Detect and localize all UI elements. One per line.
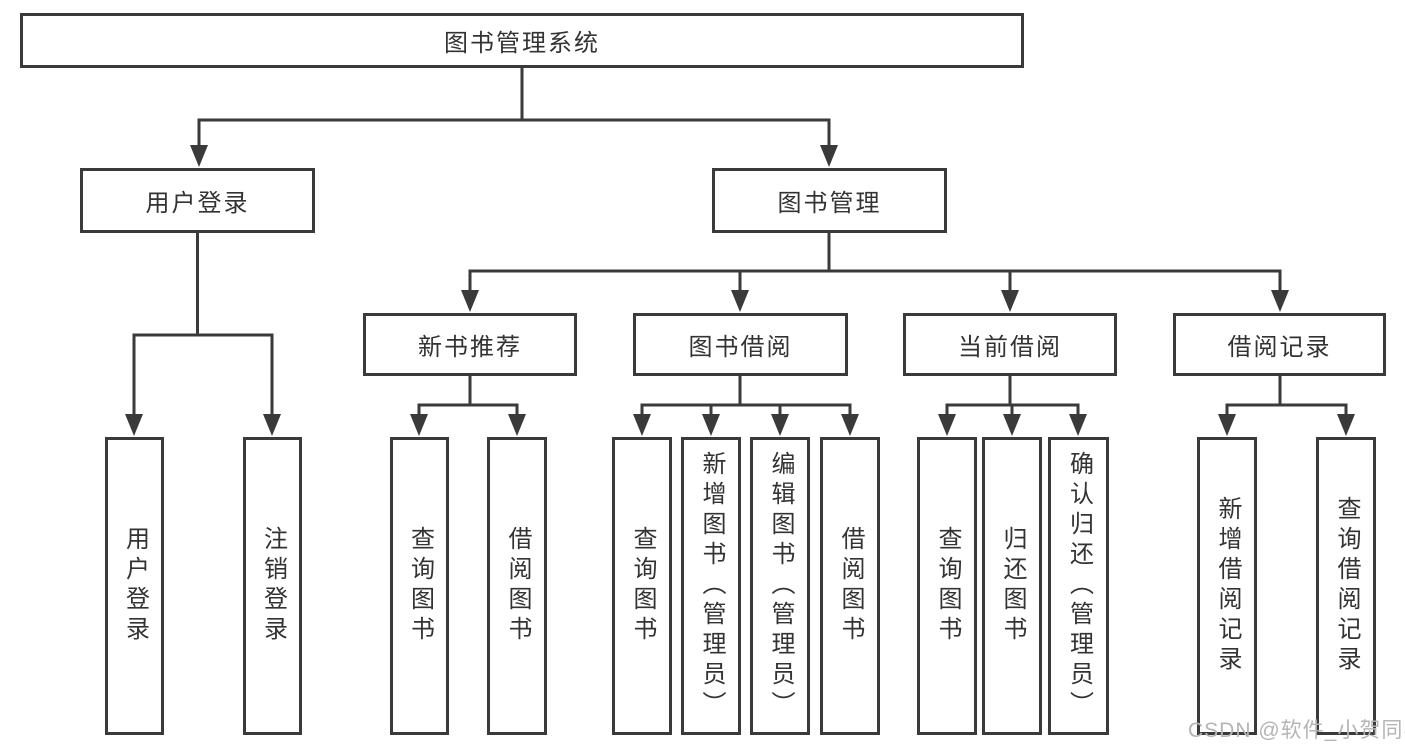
leaf-query-borrow-record-label: 查询借阅记录	[1333, 496, 1360, 676]
node-new-book-recommend: 新书推荐	[363, 313, 577, 376]
node-book-borrowing: 图书借阅	[633, 313, 848, 376]
node-new-book-recommend-label: 新书推荐	[418, 334, 522, 361]
node-borrow-records: 借阅记录	[1173, 313, 1386, 376]
watermark-text: CSDN @软件_小贺同学	[1188, 719, 1405, 742]
connector-lines	[132, 68, 1348, 420]
leaf-add-books-admin: 新增图书（管理员）	[681, 437, 741, 735]
leaf-recommend-borrow-books-label: 借阅图书	[504, 526, 531, 646]
leaf-logout: 注销登录	[243, 437, 302, 735]
arrowhead-icons	[125, 145, 1355, 436]
leaf-edit-books-admin: 编辑图书（管理员）	[750, 437, 810, 735]
leaf-edit-books-admin-label: 编辑图书（管理员）	[767, 451, 794, 721]
leaf-borrowing-query-books-label: 查询图书	[629, 526, 656, 646]
node-library-system-label: 图书管理系统	[444, 30, 600, 57]
leaf-current-query-books: 查询图书	[917, 437, 977, 735]
leaf-borrow-books: 借阅图书	[820, 437, 880, 735]
leaf-user-login: 用户登录	[105, 437, 164, 735]
leaf-logout-label: 注销登录	[259, 526, 287, 646]
leaf-add-books-admin-label: 新增图书（管理员）	[698, 451, 725, 721]
leaf-user-login-label: 用户登录	[121, 526, 149, 646]
leaf-current-query-books-label: 查询图书	[934, 526, 961, 646]
leaf-add-borrow-record: 新增借阅记录	[1197, 437, 1257, 735]
node-book-management-label: 图书管理	[777, 190, 882, 217]
leaf-recommend-borrow-books: 借阅图书	[487, 437, 547, 735]
leaf-confirm-return-admin: 确认归还（管理员）	[1048, 437, 1109, 735]
leaf-query-borrow-record: 查询借阅记录	[1316, 437, 1376, 735]
leaf-recommend-query-books: 查询图书	[390, 437, 449, 735]
leaf-borrow-books-label: 借阅图书	[837, 526, 864, 646]
node-borrow-records-label: 借阅记录	[1227, 334, 1332, 361]
leaf-add-borrow-record-label: 新增借阅记录	[1214, 496, 1241, 676]
leaf-recommend-query-books-label: 查询图书	[406, 526, 434, 646]
node-book-borrowing-label: 图书借阅	[688, 334, 793, 361]
leaf-return-books: 归还图书	[982, 437, 1042, 735]
node-current-borrowing-label: 当前借阅	[958, 334, 1062, 361]
node-user-login-label: 用户登录	[145, 190, 250, 217]
leaf-borrowing-query-books: 查询图书	[612, 437, 672, 735]
leaf-return-books-label: 归还图书	[999, 526, 1026, 646]
node-current-borrowing: 当前借阅	[903, 313, 1117, 376]
node-library-system: 图书管理系统	[20, 13, 1024, 68]
leaf-confirm-return-admin-label: 确认归还（管理员）	[1065, 451, 1093, 721]
node-user-login: 用户登录	[80, 168, 315, 233]
node-book-management: 图书管理	[712, 168, 947, 233]
